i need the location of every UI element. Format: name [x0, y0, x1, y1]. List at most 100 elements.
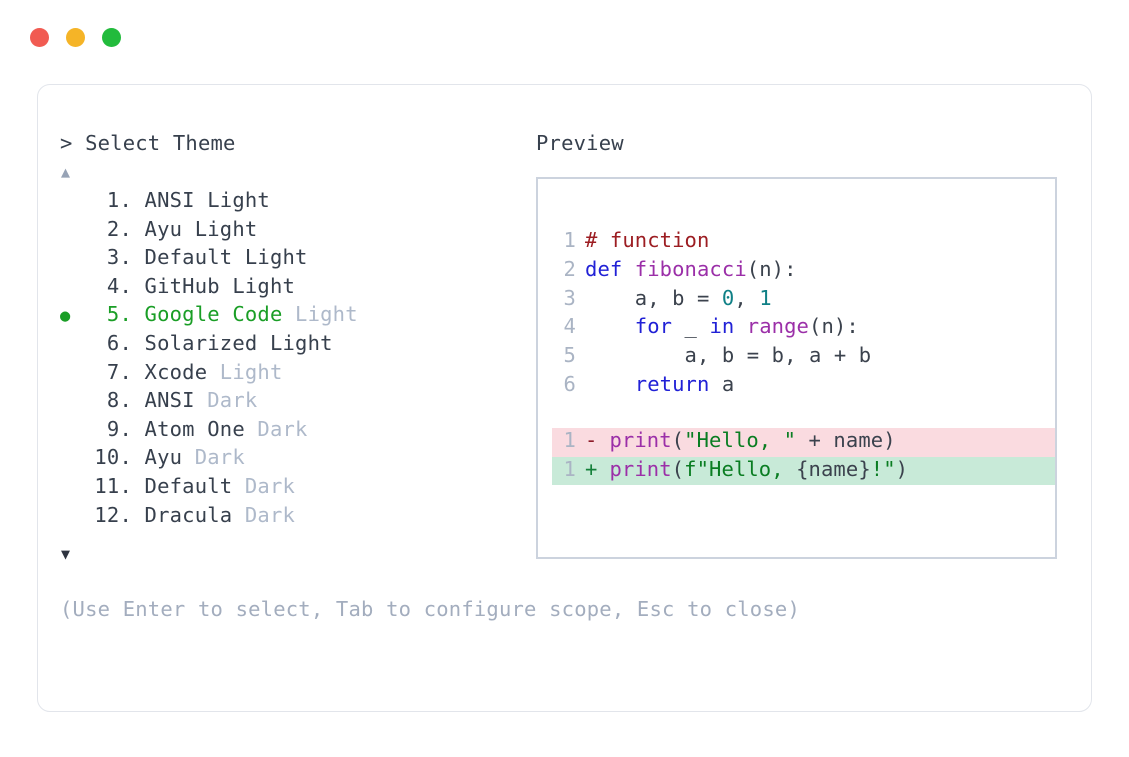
line-number: 2 [563, 256, 576, 281]
theme-list-item[interactable]: 3. Default Light [60, 245, 530, 274]
theme-item-number: 4. [106, 273, 132, 298]
theme-item-number: 10. [94, 445, 132, 470]
code-token-keyword: return [634, 371, 710, 396]
code-token-plain: + name) [796, 427, 896, 452]
code-token-plain [597, 457, 609, 481]
code-line-content: # function [585, 228, 709, 252]
code-token-plain: ) [895, 456, 909, 481]
theme-item-name: Xcode [132, 359, 220, 384]
theme-item-variant: Light [219, 359, 283, 384]
code-line: 1 # function [552, 228, 1055, 257]
code-token-keyword: in [709, 314, 735, 339]
code-token-plain: _ [672, 314, 710, 339]
code-token-plain [597, 428, 609, 452]
theme-item-variant: Dark [194, 445, 245, 470]
preview-label: Preview [536, 131, 624, 155]
code-line-content: for _ in range(n): [585, 314, 859, 338]
theme-item-number: 5. [106, 302, 132, 327]
selected-bullet-icon: ● [60, 306, 71, 327]
code-token-plain: {name} [796, 456, 871, 481]
code-token-plain: ( [671, 456, 685, 481]
theme-item-name: Solarized [132, 330, 270, 355]
code-line: 4 for _ in range(n): [552, 314, 1055, 343]
theme-list-item[interactable]: 4. GitHub Light [60, 274, 530, 303]
line-number: 1 [563, 456, 576, 481]
code-token-plain: a, b = b, a + b [585, 343, 872, 368]
theme-list-item[interactable]: 11. Default Dark [60, 474, 530, 503]
code-line-content: return a [585, 372, 734, 396]
theme-item-variant: Light [232, 273, 296, 298]
code-token-keyword: for [634, 314, 673, 339]
minimize-button-icon[interactable] [66, 28, 85, 47]
theme-item-name: Ayu [132, 216, 195, 241]
theme-item-name: ANSI [132, 188, 208, 212]
theme-item-variant: Light [295, 302, 358, 327]
window-traffic-lights [30, 28, 121, 47]
theme-item-variant: Dark [244, 473, 296, 498]
theme-list-item[interactable]: 6. Solarized Light [60, 331, 530, 360]
theme-list-item[interactable]: ● 5. Google Code Light [60, 302, 530, 331]
theme-item-name: Default [132, 473, 245, 498]
theme-item-name: Atom One [132, 416, 258, 441]
theme-item-number: 8. [106, 388, 132, 413]
code-line-content: a, b = b, a + b [585, 343, 872, 368]
code-line-content: def fibonacci(n): [585, 257, 797, 281]
theme-list-item[interactable]: 10. Ayu Dark [60, 445, 530, 474]
code-token-comment: # function [585, 228, 710, 252]
line-number: 4 [563, 314, 576, 339]
code-token-keyword: def [585, 256, 635, 281]
theme-list-item[interactable]: 7. Xcode Light [60, 360, 530, 389]
theme-list-item[interactable]: 12. Dracula Dark [60, 503, 530, 532]
theme-item-variant: Dark [257, 416, 308, 441]
theme-list-item[interactable]: 2. Ayu Light [60, 217, 530, 246]
theme-item-number: 1. [106, 188, 132, 212]
close-button-icon[interactable] [30, 28, 49, 47]
line-number: 1 [563, 228, 576, 252]
code-area: 1 # function 2 def fibonacci(n): 3 a, b = 0,… [538, 179, 1055, 486]
preview-panel: Preview 1 # function 2 def fibonacci(n): 3 a… [536, 131, 1057, 559]
page-title: > Select Theme [60, 131, 236, 155]
theme-list-item[interactable]: 8. ANSI Dark [60, 388, 530, 417]
theme-item-variant: Light [194, 216, 258, 241]
diff-line-content: print("Hello, " + name) [597, 428, 896, 452]
theme-item-name: Default [132, 245, 245, 270]
maximize-button-icon[interactable] [102, 28, 121, 47]
scroll-up-icon[interactable]: ▲ [61, 163, 71, 181]
theme-list-item[interactable]: 1. ANSI Light [60, 188, 530, 217]
theme-item-number: 12. [94, 502, 132, 527]
theme-item-name: ANSI [132, 388, 208, 413]
theme-item-name: Google Code [132, 302, 296, 327]
line-number: 3 [563, 285, 576, 310]
theme-item-name: GitHub [132, 273, 233, 298]
code-line-content: a, b = 0, 1 [585, 286, 772, 310]
diff-marker: - [585, 427, 598, 452]
line-number: 6 [563, 371, 576, 396]
code-token-string: "Hello, " [684, 427, 797, 452]
code-token-plain: a, b = [585, 285, 722, 310]
code-token-plain: ( [671, 427, 685, 452]
theme-item-name: Ayu [132, 445, 195, 470]
code-token-plain [585, 372, 635, 396]
code-blank-line [552, 401, 1055, 428]
keyboard-hint: (Use Enter to select, Tab to configure s… [60, 597, 800, 622]
theme-list-item[interactable]: 9. Atom One Dark [60, 417, 530, 446]
scroll-down-icon[interactable]: ▼ [61, 545, 71, 564]
theme-item-variant: Dark [244, 502, 296, 527]
code-token-number: 0 [721, 285, 735, 310]
theme-item-number: 6. [106, 330, 132, 355]
code-token-string: f"Hello, [684, 456, 797, 481]
theme-item-name: Dracula [132, 502, 245, 527]
theme-item-variant: Light [207, 188, 270, 212]
diff-line-plus: 1+ print(f"Hello, {name}!") [552, 456, 1055, 486]
code-preview-box: 1 # function 2 def fibonacci(n): 3 a, b = 0,… [536, 177, 1057, 559]
theme-item-variant: Light [244, 245, 308, 270]
code-token-plain [734, 314, 746, 338]
line-number: 5 [563, 343, 576, 368]
theme-item-number: 2. [106, 216, 132, 241]
code-token-number: 1 [759, 285, 772, 310]
code-token-plain: (n): [746, 256, 797, 281]
theme-item-variant: Dark [207, 388, 258, 413]
diff-line-minus: 1- print("Hello, " + name) [552, 427, 1055, 457]
code-token-func: range [746, 314, 809, 339]
